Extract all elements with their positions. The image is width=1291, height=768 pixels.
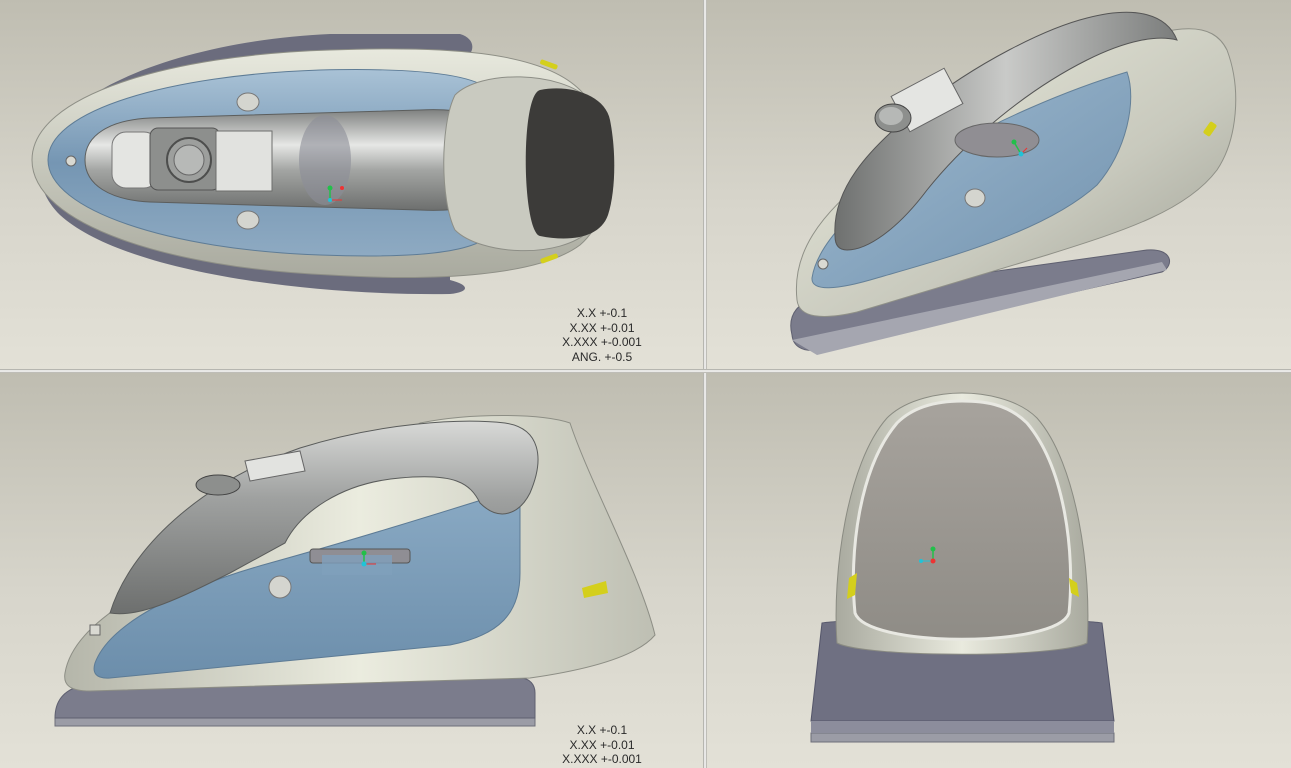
iron-model-front-view[interactable]: [707, 373, 1291, 768]
soleplate-rim: [54, 717, 536, 727]
viewport-splitter-horizontal[interactable]: [0, 369, 1291, 373]
fill-cap: [817, 258, 829, 270]
temperature-knob-upper: [236, 92, 260, 112]
tolerance-line: X.XX +-0.01: [569, 737, 635, 752]
coordinate-triad-icon: [1011, 139, 1028, 157]
temperature-dial: [954, 122, 1040, 158]
viewport-splitter-vertical[interactable]: [703, 0, 707, 768]
indicator-light: [582, 581, 608, 598]
coordinate-triad-icon: [919, 546, 936, 564]
steam-dial-knob: [173, 144, 205, 176]
indicator-light-upper: [540, 59, 558, 70]
dial-window: [322, 555, 392, 575]
burst-button: [244, 450, 306, 482]
viewport-isometric[interactable]: [707, 0, 1291, 369]
rear-vent: [525, 88, 615, 239]
viewport-top[interactable]: X.X +-0.1 X.XX +-0.01 X.XXX +-0.001 ANG.…: [0, 0, 703, 369]
tolerance-note-top: X.X +-0.1 X.XX +-0.01 X.XXX +-0.001 ANG.…: [560, 306, 644, 364]
indicator-light-lower: [540, 253, 558, 264]
indicator-light-right: [1069, 578, 1079, 597]
tolerance-line: X.X +-0.1: [576, 306, 628, 320]
rear-vent: [851, 399, 1073, 641]
temperature-knob: [964, 188, 986, 208]
burst-button: [215, 130, 273, 192]
temperature-knob-lower: [236, 210, 260, 230]
viewport-front[interactable]: [707, 373, 1291, 768]
tolerance-line: X.XX +-0.01: [569, 320, 635, 335]
steam-dial-knob: [879, 107, 903, 125]
steam-dial-icon: [195, 474, 241, 496]
coordinate-triad-icon: [327, 185, 344, 202]
fill-cap: [89, 624, 101, 636]
tolerance-line: X.XXX +-0.001: [562, 752, 642, 766]
viewport-side[interactable]: X.X +-0.1 X.XX +-0.01 X.XXX +-0.001: [0, 373, 703, 768]
iron-model-isometric-view[interactable]: [707, 0, 1291, 369]
soleplate-edge: [811, 721, 1114, 733]
iron-model-side-view[interactable]: [0, 373, 703, 768]
fill-cap: [65, 155, 77, 167]
tolerance-line: ANG. +-0.5: [571, 349, 633, 364]
indicator-light-left: [847, 573, 857, 599]
soleplate-rim: [792, 262, 1167, 355]
tolerance-line: X.XXX +-0.001: [562, 335, 642, 349]
iron-model-top-view[interactable]: [0, 0, 703, 369]
tolerance-note-side: X.X +-0.1 X.XX +-0.01 X.XXX +-0.001: [560, 723, 644, 767]
soleplate-rim: [810, 732, 1115, 743]
tolerance-line: X.X +-0.1: [576, 723, 628, 737]
coordinate-triad-icon: [361, 550, 376, 567]
temperature-knob: [268, 575, 292, 599]
dial-base: [299, 115, 351, 205]
indicator-light: [1203, 121, 1217, 137]
